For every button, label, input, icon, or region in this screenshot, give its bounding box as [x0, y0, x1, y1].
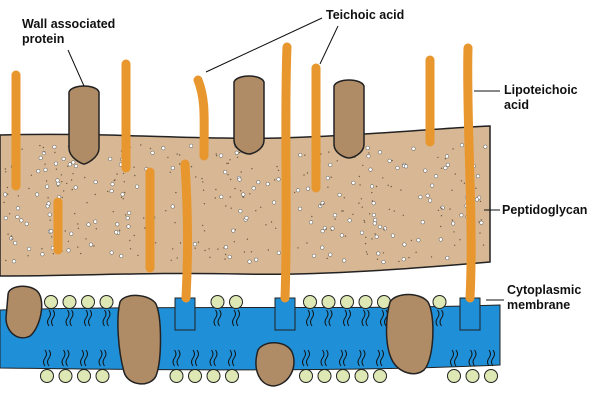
label-cytoplasmic-membrane-line1: Cytoplasmic	[507, 283, 582, 297]
leader-wall-protein	[67, 49, 85, 87]
lipoteichoic-acid-chain	[180, 159, 192, 303]
acid-chains	[11, 42, 476, 303]
lipoteichoic-acid-chain	[463, 43, 476, 303]
membrane-protein	[117, 294, 162, 385]
wall-associated-protein	[333, 79, 365, 159]
lipoteichoic-anchor	[459, 297, 481, 331]
label-wall-associated-protein: Wall associated protein	[22, 17, 115, 47]
label-wall-associated-protein-line1: Wall associated	[22, 17, 116, 31]
label-cytoplasmic-membrane-line2: membrane	[507, 298, 571, 312]
lipid-bilayer	[40, 295, 498, 383]
label-lipoteichoic-acid-line2: acid	[504, 98, 530, 112]
wall-associated-protein	[233, 75, 265, 155]
membrane-protein	[385, 293, 434, 375]
label-teichoic-acid: Teichoic acid	[326, 8, 405, 22]
label-lipoteichoic-acid-line1: Lipoteichoic	[504, 83, 578, 97]
lipoteichoic-acid-chain	[280, 42, 292, 303]
label-cytoplasmic-membrane: Cytoplasmic membrane	[507, 283, 581, 313]
lipoteichoic-anchor	[274, 297, 296, 331]
teichoic-acid-chain	[193, 75, 209, 161]
label-wall-associated-protein-line2: protein	[22, 32, 65, 46]
leader-teichoic-2	[319, 25, 339, 65]
membrane-protein	[255, 342, 295, 387]
membrane-protein	[5, 285, 43, 339]
lipoteichoic-anchor	[174, 297, 196, 331]
leader-lines	[67, 17, 504, 301]
label-peptidoglycan: Peptidoglycan	[502, 203, 588, 217]
label-lipoteichoic-acid: Lipoteichoic acid	[504, 83, 578, 113]
wall-associated-protein	[68, 85, 100, 165]
leader-teichoic-1	[205, 17, 323, 73]
